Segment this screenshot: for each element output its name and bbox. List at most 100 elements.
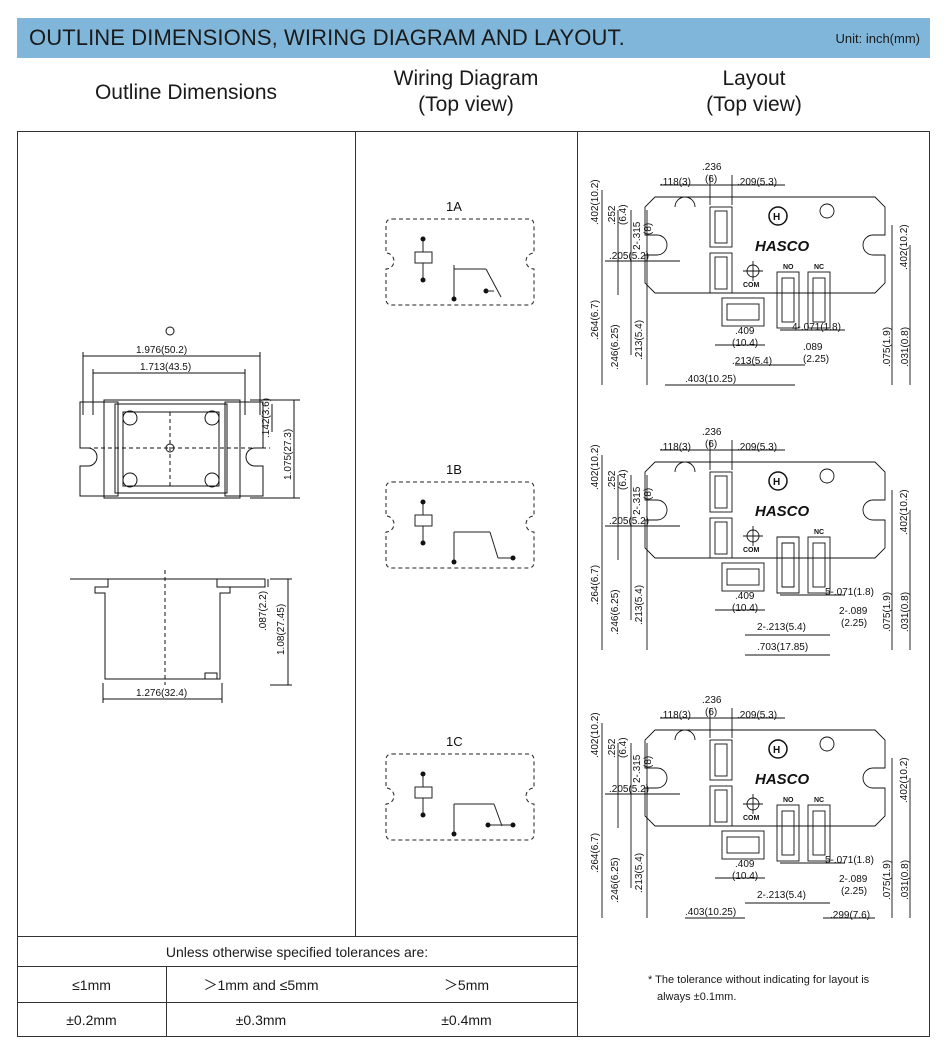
dim-089: 2-.089 — [839, 874, 868, 885]
dim-209: .209(5.3) — [737, 710, 777, 721]
pin-label-com: COM — [743, 547, 760, 554]
dim-64: (6.4) — [618, 737, 629, 758]
dim-075: .075(1.9) — [882, 860, 893, 900]
drawing-table — [17, 131, 930, 1037]
dim-side-height: 1.08(27.45) — [276, 604, 287, 655]
pin-label-no: NO — [783, 264, 794, 271]
dim-402-right: .402(10.2) — [899, 224, 910, 270]
tolerance-range: ＞1mm and ≤5mm — [203, 976, 319, 993]
dim-213: 2-.213(5.4) — [757, 890, 806, 901]
tolerance-range: ≤1mm — [72, 976, 111, 993]
wiring-label: 1C — [446, 734, 463, 749]
dim-8: (8) — [643, 756, 654, 768]
dim-213-vertical: .213(5.4) — [634, 320, 645, 360]
dim-height: 1.075(27.3) — [283, 429, 294, 480]
section-banner: OUTLINE DIMENSIONS, WIRING DIAGRAM AND L… — [17, 18, 930, 58]
pin-label-com: COM — [743, 815, 760, 822]
dim-205: .205(5.2) — [609, 516, 649, 527]
dim-205: .205(5.2) — [609, 784, 649, 795]
wiring-diagram-1b: 1B — [385, 462, 535, 569]
dim-252: .252 — [607, 470, 618, 490]
layout-tolerance-note: * The tolerance without indicating for l… — [648, 974, 870, 1003]
column-divider — [355, 131, 356, 936]
hasco-logo: H HASCO — [755, 739, 810, 788]
dim-6: (6) — [705, 174, 717, 185]
column-divider — [166, 966, 167, 1037]
dim-inner-width: 1.713(43.5) — [140, 362, 191, 373]
dim-264: .264(6.7) — [590, 565, 601, 605]
dim-246: .246(6.25) — [610, 589, 621, 635]
dim-315: 2-.315 — [632, 486, 643, 515]
dim-118: .118(3) — [660, 442, 691, 453]
dim-315: 2-.315 — [632, 754, 643, 783]
layout-drawing-1b: H HASCO COM NC .236 (6) .118(3) .209(5.3… — [590, 427, 911, 656]
dim-slot-depth: .142(3.6) — [261, 398, 272, 438]
column-divider — [577, 131, 578, 1037]
tolerance-value: ±0.3mm — [235, 1012, 287, 1028]
dim-236: .236 — [702, 162, 722, 173]
dim-8: (8) — [643, 488, 654, 500]
dim-071: 4-.071(1.8) — [792, 322, 841, 333]
unit-label: Unit: inch(mm) — [835, 30, 920, 46]
hasco-logo: H HASCO — [755, 206, 810, 255]
row-divider — [17, 936, 577, 937]
dim-075: .075(1.9) — [882, 592, 893, 632]
dim-104: (10.4) — [732, 338, 758, 349]
dim-402-right: .402(10.2) — [899, 757, 910, 803]
dim-402-left: .402(10.2) — [590, 712, 601, 758]
dim-031: .031(0.8) — [900, 592, 911, 632]
dim-213: 2-.213(5.4) — [757, 622, 806, 633]
layout-drawing-1c: H HASCO COM NO NC .236 (6) .118(3) .209(… — [590, 695, 911, 921]
tolerance-heading: Unless otherwise specified tolerances ar… — [165, 943, 429, 960]
dim-252: .252 — [607, 205, 618, 225]
dim-409: .409 — [735, 326, 755, 337]
brand-label: HASCO — [755, 771, 810, 788]
wiring-diagram-1c: 1C — [385, 734, 535, 841]
dim-409: .409 — [735, 591, 755, 602]
dim-213-vertical: .213(5.4) — [634, 853, 645, 893]
dim-031: .031(0.8) — [900, 327, 911, 367]
pin-label-no: NO — [783, 797, 794, 804]
dim-264: .264(6.7) — [590, 833, 601, 873]
dim-225: (2.25) — [841, 886, 867, 897]
dim-403: .403(10.25) — [685, 907, 736, 918]
dim-flange: .087(2.2) — [258, 591, 269, 631]
dim-104: (10.4) — [732, 603, 758, 614]
wiring-label: 1B — [446, 462, 462, 477]
dim-089: .089 — [803, 342, 823, 353]
dim-6: (6) — [705, 439, 717, 450]
dim-213-vertical: .213(5.4) — [634, 585, 645, 625]
dim-246: .246(6.25) — [610, 857, 621, 903]
dim-246: .246(6.25) — [610, 324, 621, 370]
pin-label-nc: NC — [814, 797, 824, 804]
dim-402-left: .402(10.2) — [590, 179, 601, 225]
row-divider — [17, 966, 577, 967]
tolerance-value: ±0.4mm — [441, 1012, 492, 1028]
dim-402-right: .402(10.2) — [899, 489, 910, 535]
tolerance-range: ＞5mm — [443, 976, 490, 993]
dim-299: .299(7.6) — [830, 910, 870, 921]
hasco-logo: H HASCO — [755, 471, 810, 520]
layout-drawing-1a: H HASCO COM NO NC .236 (6) .118(3) .209(… — [590, 162, 911, 386]
outline-top-view: 1.976(50.2) 1.713(43.5) .142(3.6) 1.075(… — [79, 326, 300, 499]
layout-heading: Layout (Top view) — [706, 67, 802, 116]
dim-236: .236 — [702, 427, 722, 438]
dim-225: (2.25) — [803, 354, 829, 365]
dim-071: 5-.071(1.8) — [825, 855, 874, 866]
pin-label-nc: NC — [814, 529, 824, 536]
wiring-diagram-1a: 1A — [385, 199, 535, 306]
pin-label-nc: NC — [814, 264, 824, 271]
dim-075: .075(1.9) — [882, 327, 893, 367]
outline-heading: Outline Dimensions — [94, 81, 278, 104]
dim-8: (8) — [643, 223, 654, 235]
outline-side-view: .087(2.2) 1.08(27.45) 1.276(32.4) — [70, 570, 292, 703]
tolerance-value: ±0.2mm — [66, 1012, 117, 1028]
dim-236: .236 — [702, 695, 722, 706]
dim-703: .703(17.85) — [757, 642, 808, 653]
dim-209: .209(5.3) — [737, 442, 777, 453]
dim-031: .031(0.8) — [900, 860, 911, 900]
dim-205: .205(5.2) — [609, 251, 649, 262]
dim-402-left: .402(10.2) — [590, 444, 601, 490]
brand-label: HASCO — [755, 503, 810, 520]
dim-089: 2-.089 — [839, 606, 868, 617]
